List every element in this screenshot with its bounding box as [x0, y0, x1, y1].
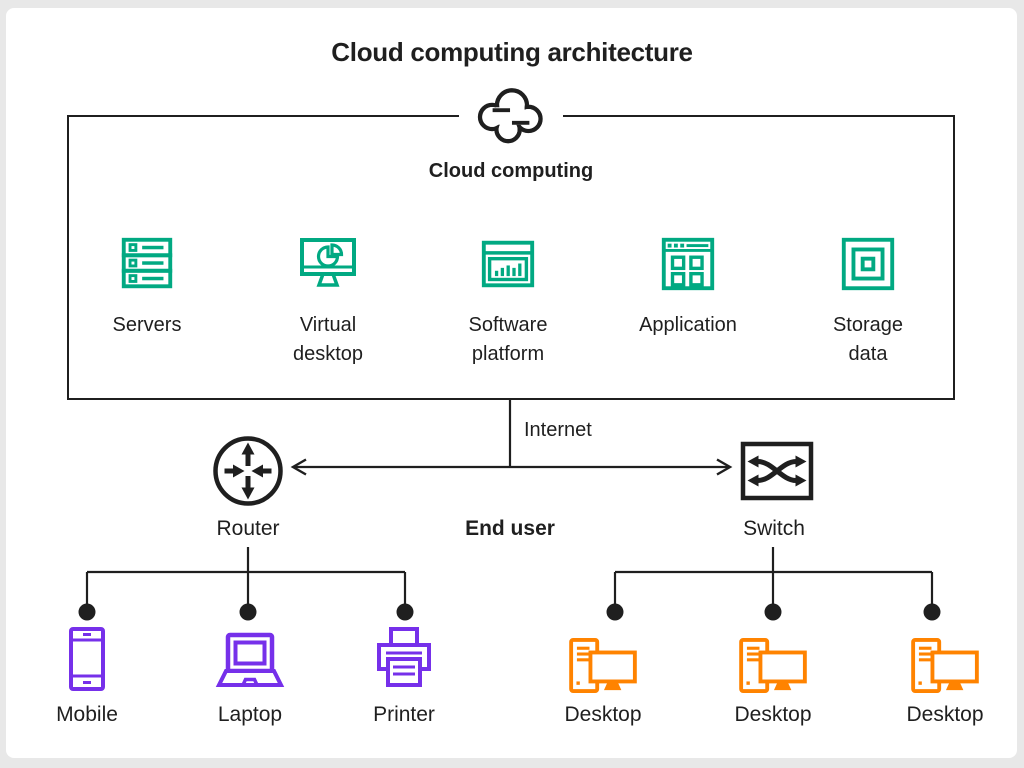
laptop-icon: [215, 632, 285, 687]
software-platform-icon: [481, 240, 535, 288]
mobile-label: Mobile: [56, 703, 118, 726]
arrowhead-left-icon: [290, 458, 307, 476]
connection-dot: [606, 603, 624, 621]
diagram-title: Cloud computing architecture: [331, 37, 693, 67]
desktop-icon: [911, 638, 979, 694]
switch-label: Switch: [743, 517, 805, 540]
service-label: Virtual desktop: [292, 314, 364, 365]
connection-dot: [396, 603, 414, 621]
arrowhead-right-icon: [716, 458, 733, 476]
desktop-icon: [569, 638, 637, 694]
mobile-icon: [69, 627, 105, 691]
storage-data-icon: [841, 237, 895, 291]
router-icon: [213, 436, 283, 506]
servers-icon: [121, 237, 173, 289]
printer-label: Printer: [373, 703, 435, 726]
desktop-label: Desktop: [906, 703, 984, 726]
internet-label: Internet: [524, 419, 592, 441]
service-label: Application: [639, 314, 737, 336]
virtual-desktop-icon: [300, 238, 356, 287]
switch-icon: [740, 441, 814, 501]
cloud-icon: [477, 88, 543, 144]
service-software-platform: Software platform: [443, 228, 573, 369]
desktop-label: Desktop: [734, 703, 812, 726]
service-label: Software platform: [468, 314, 548, 365]
cloud-computing-label: Cloud computing: [428, 160, 594, 182]
service-storage-data: Storage data: [803, 228, 933, 369]
service-label: Storage data: [832, 314, 904, 365]
laptop-label: Laptop: [217, 703, 283, 726]
connection-dot: [78, 603, 96, 621]
connection-dot: [239, 603, 257, 621]
router-label: Router: [216, 517, 280, 540]
desktop-label: Desktop: [564, 703, 642, 726]
application-icon: [661, 237, 715, 291]
connection-dot: [923, 603, 941, 621]
service-servers: Servers: [82, 228, 212, 340]
printer-icon: [377, 627, 431, 687]
service-application: Application: [623, 228, 753, 340]
connection-dot: [764, 603, 782, 621]
service-virtual-desktop: Virtual desktop: [263, 228, 393, 369]
end-user-label: End user: [465, 517, 555, 540]
cloud-icon-wrap: [459, 84, 563, 148]
service-label: Servers: [112, 314, 182, 336]
desktop-icon: [739, 638, 807, 694]
